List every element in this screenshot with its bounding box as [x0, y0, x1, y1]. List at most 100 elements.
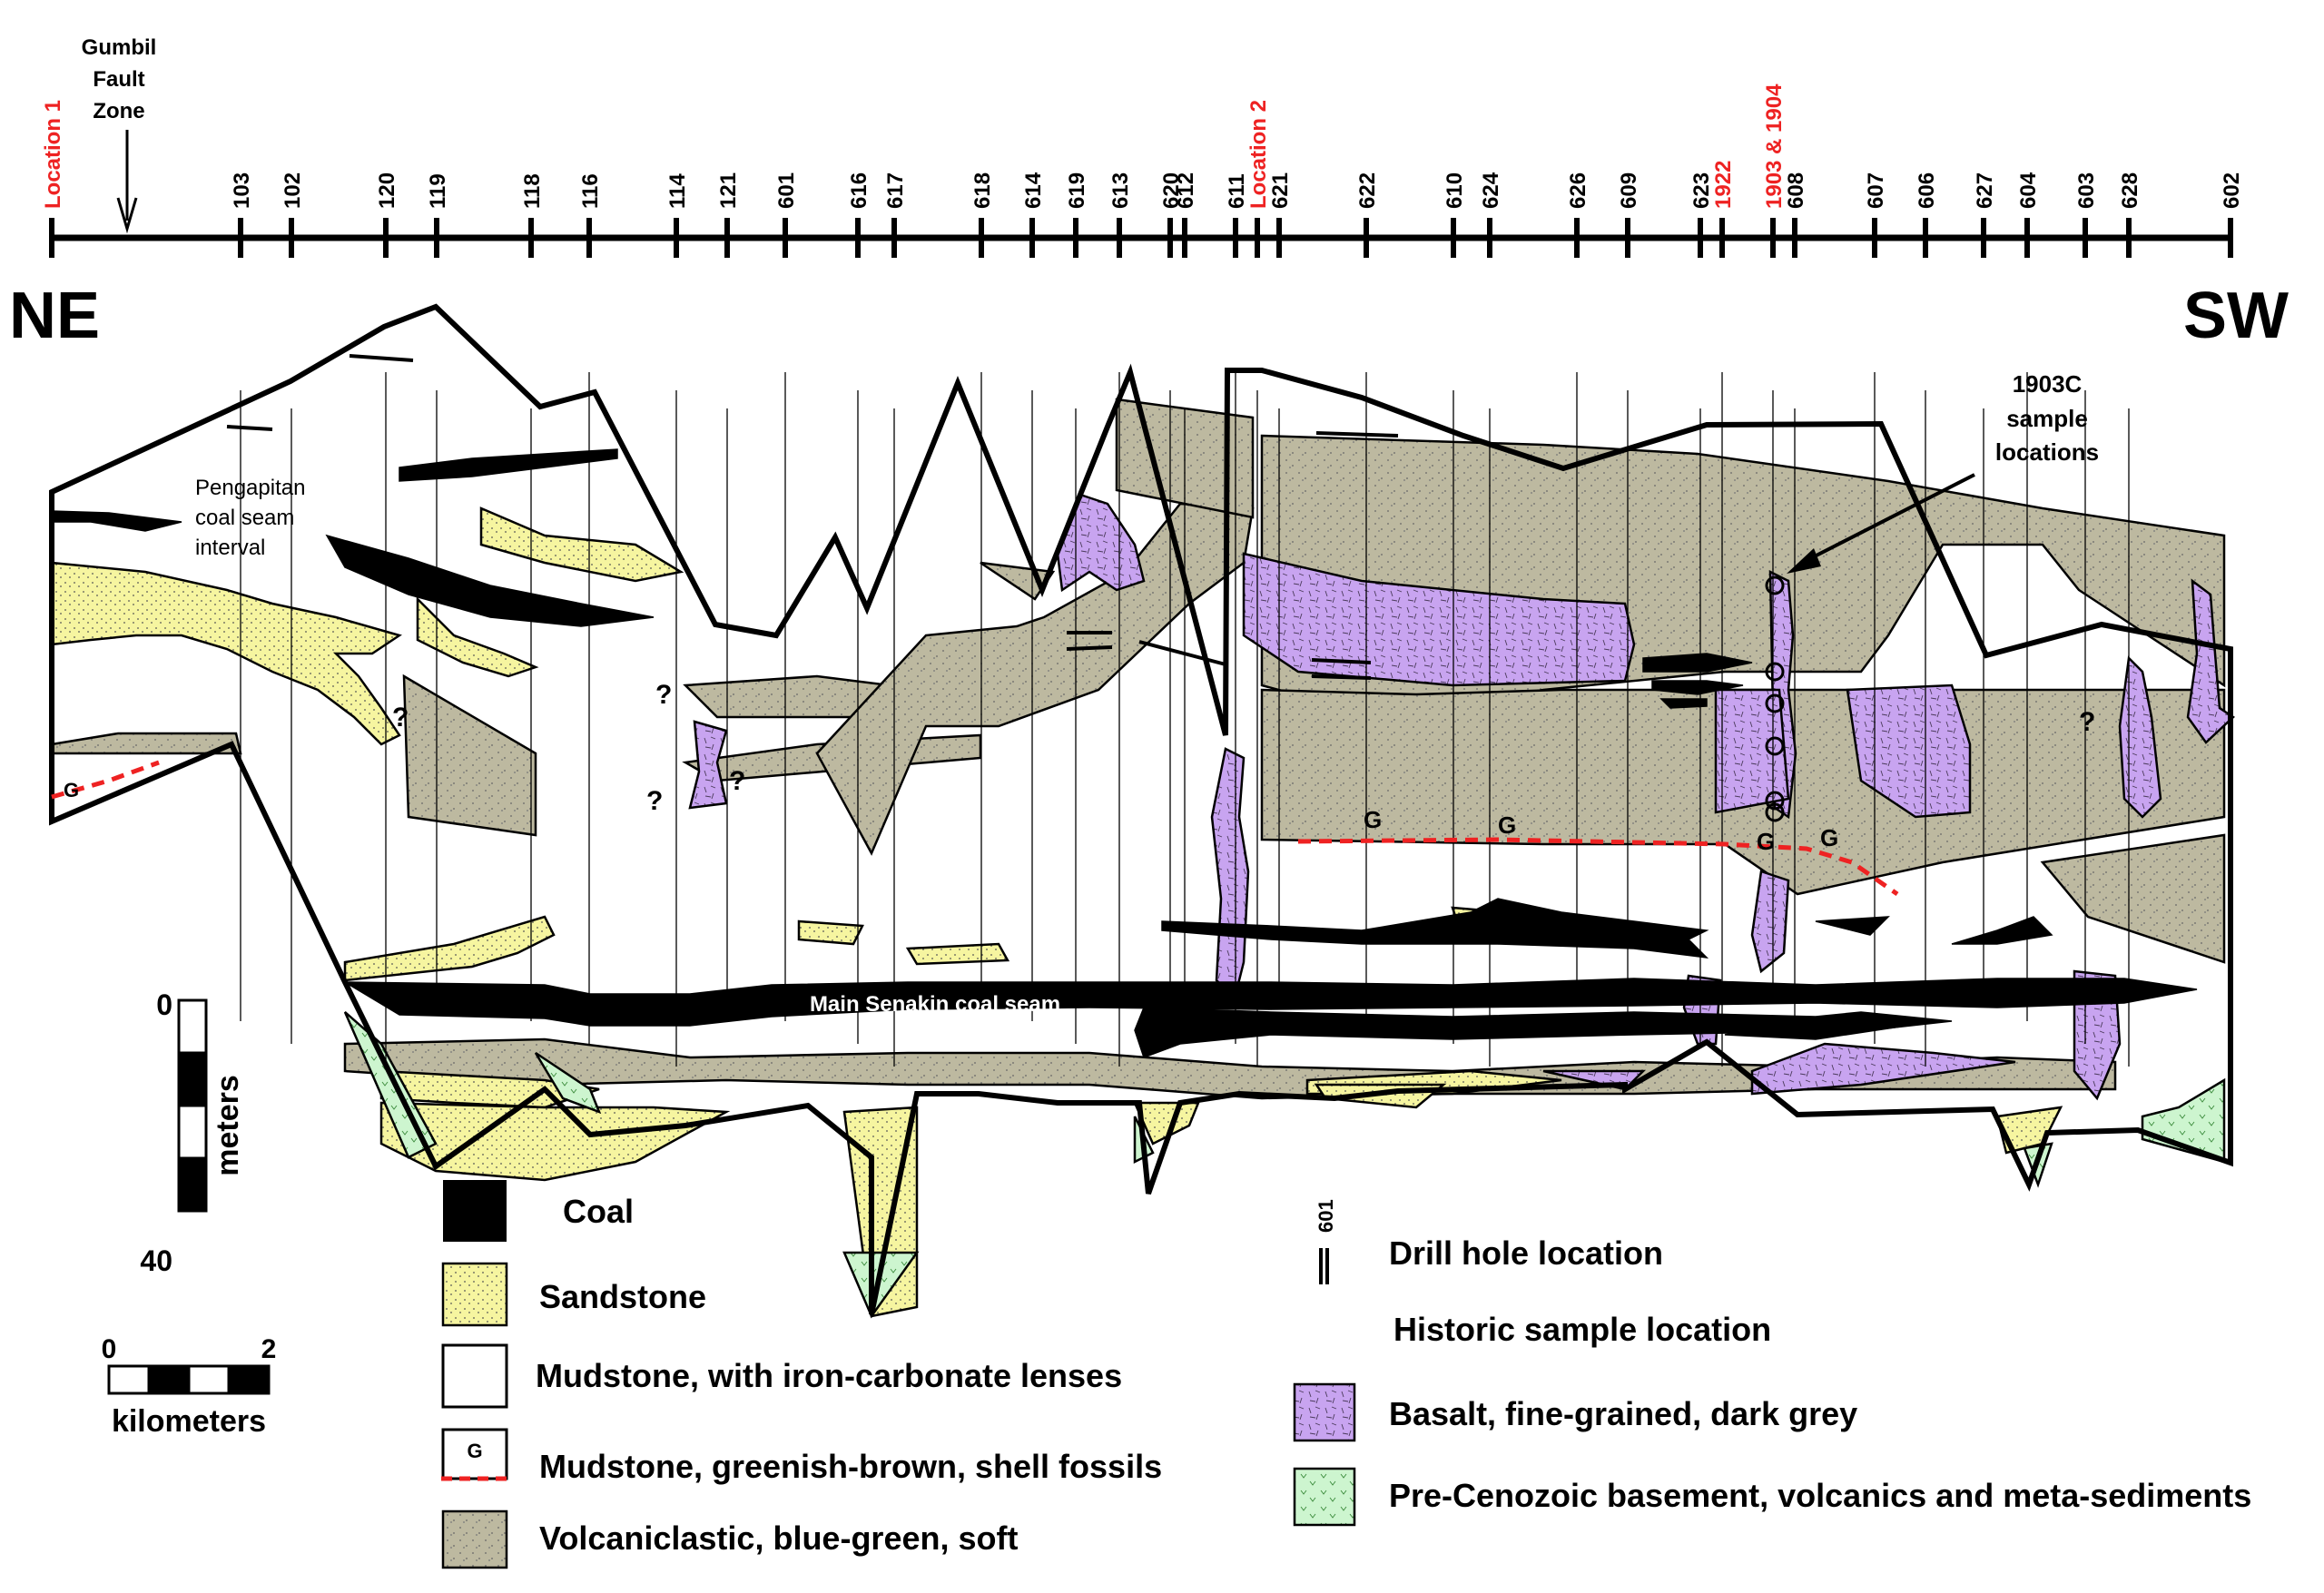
historic-sample-circles	[1765, 575, 1785, 822]
question-mark: ?	[646, 786, 663, 816]
drill-hole-label: 616	[847, 172, 872, 209]
question-mark: ?	[729, 766, 745, 796]
drill-hole-label: 607	[1864, 172, 1888, 209]
drill-hole-label: 103	[230, 172, 254, 209]
legend-label: Coal	[563, 1193, 634, 1230]
legend-item-basalt: Basalt, fine-grained, dark grey	[1293, 1382, 1857, 1442]
drill-hole-label: 1922	[1711, 161, 1736, 209]
g-dashed-line-left	[51, 760, 160, 800]
sw-label: SW	[2183, 280, 2289, 352]
hscale-right: 2	[261, 1334, 277, 1364]
historic-sample-location	[1765, 736, 1785, 756]
basalt-unit	[1056, 493, 1146, 593]
fault-zone-line-1: Gumbil	[82, 35, 157, 60]
hscale-unit: kilometers	[112, 1404, 266, 1439]
historic-sample-location	[1765, 662, 1785, 682]
drill-hole-label: 118	[520, 173, 545, 209]
coal-seam	[325, 534, 655, 627]
drill-hole-label: 626	[1566, 172, 1590, 209]
drill-hole-label: 628	[2118, 172, 2142, 209]
callout-line-3: locations	[1995, 438, 2099, 466]
g-marker: G	[1757, 828, 1775, 855]
drill-hole-label: 1903 & 1904	[1762, 84, 1787, 209]
drill-hole-label: 613	[1108, 172, 1133, 209]
drill-hole-label: 120	[375, 172, 399, 209]
volcaniclastic-unit	[402, 674, 537, 837]
g-dashed-line	[1297, 837, 1899, 897]
basement-unit	[534, 1051, 602, 1115]
coal-seam	[1642, 653, 1753, 673]
legend-label: Pre-Cenozoic basement, volcanics and met…	[1389, 1477, 2251, 1514]
coal-swatch	[443, 1180, 507, 1242]
question-mark: ?	[2079, 707, 2095, 737]
drill-hole-label: 620	[1159, 172, 1184, 209]
gumbil-fault-zone: Gumbil Fault Zone	[82, 35, 157, 234]
drill-hole-label: 119	[426, 173, 450, 209]
legend-label: Volcaniclastic, blue-green, soft	[539, 1519, 1018, 1557]
hscale-seg	[107, 1364, 151, 1395]
legend-item-sandstone: Sandstone	[441, 1262, 706, 1327]
historic-sample-location	[1765, 791, 1785, 811]
sandstone-unit	[50, 561, 402, 746]
drill-hole-label: 621	[1268, 172, 1293, 209]
pengapitan-line-2: coal seam	[195, 506, 294, 530]
g-marker: G	[1498, 811, 1516, 839]
coal-seam	[1651, 680, 1744, 695]
drill-hole-label: 623	[1689, 172, 1714, 209]
basalt-swatch	[1293, 1382, 1356, 1442]
basalt-unit	[1846, 683, 1972, 819]
fault-zone-line-3: Zone	[93, 99, 144, 123]
drill-hole-label: 116	[578, 173, 603, 209]
drill-hole-label: 603	[2074, 172, 2099, 209]
legend-item-drill-hole: 601 Drill hole location	[1315, 1199, 1663, 1284]
sandstone-unit	[379, 1101, 731, 1182]
coal-seams	[51, 448, 2198, 1058]
volcaniclastic-unit	[343, 1037, 2117, 1100]
historic-sample-location	[1765, 693, 1785, 713]
section-outline	[49, 303, 2233, 1315]
legend-label: Drill hole location	[1389, 1234, 1663, 1272]
drill-hole-label: 624	[1479, 172, 1503, 209]
cross-section: G G G G G ? ? ? ? ? Pengapitan coal seam	[49, 303, 2236, 1319]
drill-hole-label: 617	[883, 172, 908, 209]
callout-arrow-line	[1801, 473, 1975, 565]
vscale-seg	[177, 1156, 208, 1213]
drill-hole-label: 619	[1065, 172, 1089, 209]
basalt-unit	[1750, 870, 1790, 974]
greenish-mudstone-markers: G G G G G	[51, 760, 1899, 897]
volcaniclastic-swatch	[441, 1509, 508, 1569]
pengapitan-label: Pengapitan coal seam interval	[195, 476, 305, 560]
main-seam-label: Main Senakin coal seam	[810, 992, 1060, 1017]
legend-label: Historic sample location	[1393, 1311, 1771, 1348]
drill-hole-label: 602	[2220, 172, 2244, 209]
drill-hole-label: 121	[716, 172, 741, 209]
drill-hole-label: 608	[1784, 172, 1808, 209]
mudstone-green-symbol: G	[467, 1440, 482, 1462]
g-marker: G	[1364, 806, 1382, 833]
coal-seam	[51, 510, 182, 532]
vscale-seg	[177, 1051, 208, 1107]
hscale-seg	[147, 1364, 191, 1395]
sample-1903c-callout: 1903C sample locations	[1787, 370, 2099, 574]
drill-hole-label: 627	[1973, 172, 1997, 209]
basalt-unit	[1210, 747, 1250, 1001]
drill-hole-label: 609	[1617, 172, 1641, 209]
fault-arrow-head	[116, 197, 138, 234]
basalt-unit	[1242, 552, 1636, 687]
g-marker: G	[64, 779, 79, 801]
vscale-bottom: 40	[140, 1244, 172, 1277]
basalt-unit	[2118, 655, 2162, 819]
mudstone-green-swatch	[441, 1428, 508, 1480]
basement-unit	[842, 1251, 920, 1319]
drill-hole-label: 611	[1225, 173, 1249, 209]
sandstone-swatch	[441, 1262, 508, 1327]
sandstone-unit	[797, 919, 864, 946]
ruler-ticks	[49, 218, 2233, 258]
basalt-unit	[688, 720, 728, 810]
drill-hole-label: Location 2	[1246, 100, 1271, 209]
legend: Coal Sandstone Mudstone, with iron-carbo…	[441, 1180, 2251, 1569]
vscale-unit: meters	[211, 1075, 245, 1176]
question-mark: ?	[392, 703, 409, 733]
